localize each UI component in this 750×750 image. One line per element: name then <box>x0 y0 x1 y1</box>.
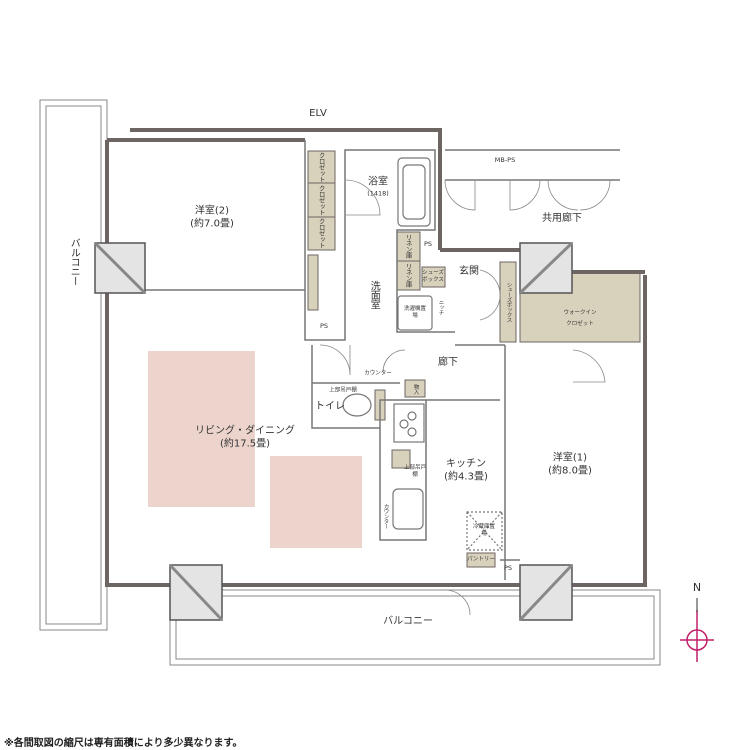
storage-label: 物入 <box>412 384 419 394</box>
ps-label-3: PS <box>503 563 513 572</box>
compass <box>680 598 714 662</box>
elevator-label: ELV <box>309 107 327 119</box>
room-living-dining: リビング・ダイニング(約17.5畳) <box>195 425 295 450</box>
upper-cabinet-toilet-label: 上部吊戸棚 <box>329 387 357 394</box>
balcony-bottom-label: バルコニー <box>383 615 433 627</box>
ps-label-2: PS <box>319 321 329 330</box>
room-kitchen: キッチン(約4.3畳) <box>444 458 488 483</box>
closet-label-3: クロゼット <box>317 218 326 248</box>
mb-ps-label: MB-PS <box>494 155 516 164</box>
room-western-2: 洋室(2)(約7.0畳) <box>190 205 234 230</box>
counter-label-kitchen: カウンター <box>382 503 389 529</box>
compass-north-label: N <box>692 581 702 595</box>
room-bathroom: 浴室(1418) <box>367 176 389 198</box>
ps-label-1: PS <box>423 239 433 248</box>
walk-in-closet-label: ウォークインクロゼット <box>563 310 597 327</box>
closet-label-2: クロゼット <box>317 185 326 215</box>
closet-label-1: クロゼット <box>317 152 326 182</box>
room-hallway: 廊下 <box>438 356 458 368</box>
living-highlight-2 <box>270 456 362 548</box>
pantry-label: パントリー <box>467 556 495 563</box>
room-washroom: 洗面室 <box>368 280 380 310</box>
living-highlight-1 <box>148 351 255 507</box>
balcony-left-label: バルコニー <box>68 238 80 286</box>
niche-label: ニッチ <box>437 299 444 315</box>
balcony-left-outline <box>39 99 108 631</box>
fridge-label: 冷蔵庫置場 <box>472 524 495 537</box>
laundry-label: 洗濯機置場 <box>403 306 426 319</box>
linen-label-2: リネン庫 <box>404 263 413 287</box>
room-western-1: 洋室(1)(約8.0畳) <box>548 452 592 477</box>
structural-columns <box>93 241 574 622</box>
footnote: ※各間取図の縮尺は専有面積により多少異なります。 <box>4 738 243 749</box>
room-toilet: トイレ <box>315 400 345 412</box>
shoes-box-large-label: シューズボックス <box>505 282 512 322</box>
counter-label-top: カウンター <box>364 370 392 377</box>
linen-label-1: リネン庫 <box>404 234 413 258</box>
room-entrance: 玄関 <box>459 265 479 277</box>
shoes-box-small-label: シューズボックス <box>422 270 444 283</box>
upper-cabinet-kitchen-label: 上部吊戸棚 <box>404 465 427 478</box>
balcony-bottom-outline <box>169 589 661 666</box>
common-corridor-label: 共用廊下 <box>542 212 582 224</box>
